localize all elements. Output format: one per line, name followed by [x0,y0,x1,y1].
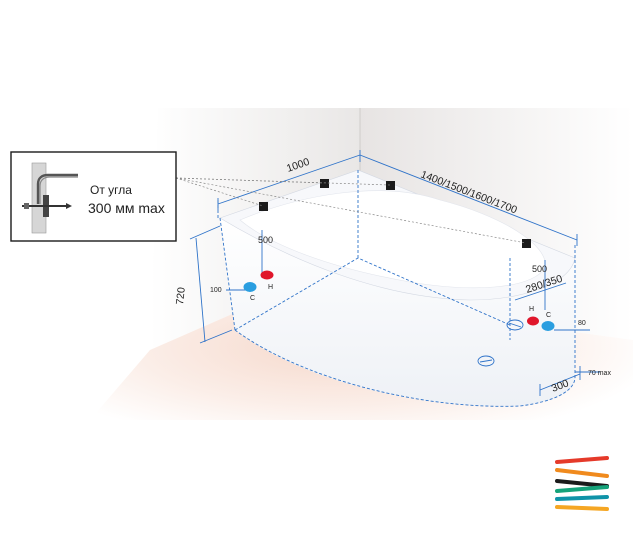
cold-pipe-right [541,321,555,331]
hot-pipe-right [527,316,539,326]
drains [477,319,524,367]
dim-height: 720 [174,286,188,305]
logo-stripe [555,485,609,493]
drain-icon [506,319,524,331]
mount-points [259,179,531,248]
dim-side-gap: 70 max [588,370,611,377]
hot-pipe-left [260,270,274,280]
mount-point-icon [320,179,329,188]
hot-label-right: H [529,306,534,313]
dim-side-bottom: 300 [550,377,571,395]
mount-point-icon [386,181,395,190]
cold-pipe-left [243,282,257,292]
cold-label-left: C [250,295,255,302]
dim-pipe-offset-right: 80 [578,320,586,327]
dimension-height: 720 [174,225,233,344]
callout-line2: 300 мм max [88,200,165,216]
drain-icon [477,355,495,367]
hot-label-left: H [268,284,273,291]
dim-pipe-height-right: 500 [532,264,547,274]
left-pipes: 500 100 C H [210,230,274,302]
brand-logo [555,456,609,511]
logo-stripe [555,505,609,511]
dim-pipe-height-left: 500 [258,235,273,245]
dim-pipe-offset-left: 100 [210,287,222,294]
bathtub [219,169,576,407]
logo-stripe [555,495,609,501]
callout-line1: От угла [90,183,132,197]
cold-label-right: C [546,312,551,319]
logo-stripe [555,468,609,478]
dimension-bottom-right: 300 70 max [539,366,611,396]
wall-bracket-icon [22,162,78,234]
logo-stripe [555,479,609,488]
mount-point-icon [259,202,268,211]
mount-point-icon [522,239,531,248]
wall-bracket-callout: От угла 300 мм max [10,151,177,242]
callout-leaders [175,177,527,244]
logo-stripe [555,456,609,464]
